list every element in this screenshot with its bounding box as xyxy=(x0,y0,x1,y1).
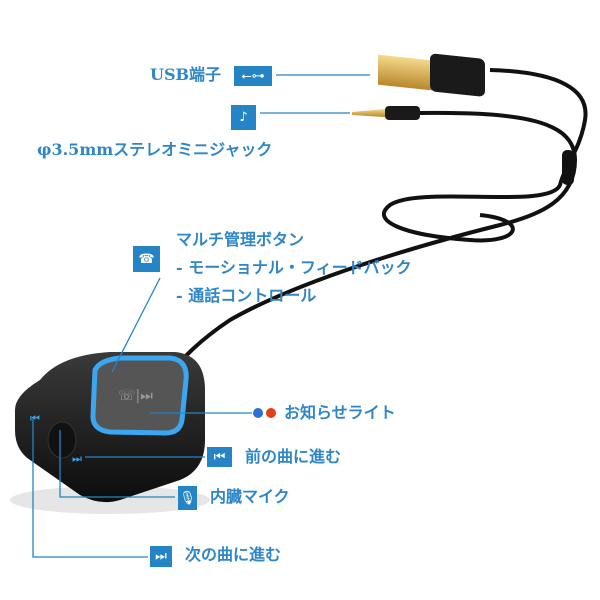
next-label: 次の曲に進む xyxy=(185,545,282,564)
audio-jack-icon: ♪ xyxy=(231,105,256,130)
phone-icon: ☎ xyxy=(133,246,160,272)
leader-lines xyxy=(32,74,370,558)
jack-label: φ3.5mmステレオミニジャック xyxy=(37,140,273,159)
svg-text:⏮: ⏮ xyxy=(30,412,40,425)
prev-label: 前の曲に進む xyxy=(245,447,342,466)
blue-led-dot xyxy=(253,408,263,418)
previous-track-icon: ⏮ xyxy=(207,447,232,467)
multi-button-sub1: - モーショナル・フィードバック xyxy=(176,258,412,277)
light-label: お知らせライト xyxy=(284,403,396,422)
multi-button-sub2: - 通話コントロール xyxy=(176,286,317,305)
mic-label: 内臓マイク xyxy=(210,487,290,506)
microphone-icon: 🎙 xyxy=(178,486,197,510)
usb-label: USB端子 xyxy=(150,65,222,84)
multi-button-label: マルチ管理ボタン xyxy=(176,230,305,249)
usb-cable xyxy=(382,68,588,243)
ferrite-bead xyxy=(562,150,574,185)
jack-cable xyxy=(168,110,578,377)
jack-plug xyxy=(352,106,420,120)
usb-icon: ⭠⊶ xyxy=(234,66,272,86)
next-track-icon: ⏭ xyxy=(150,546,172,567)
svg-text:⏭: ⏭ xyxy=(72,452,82,465)
device: ☏|⏭ ⏮ ⏭ xyxy=(10,352,210,514)
usb-plug xyxy=(378,53,485,97)
svg-text:☏|⏭: ☏|⏭ xyxy=(118,388,153,404)
red-led-dot xyxy=(266,408,276,418)
